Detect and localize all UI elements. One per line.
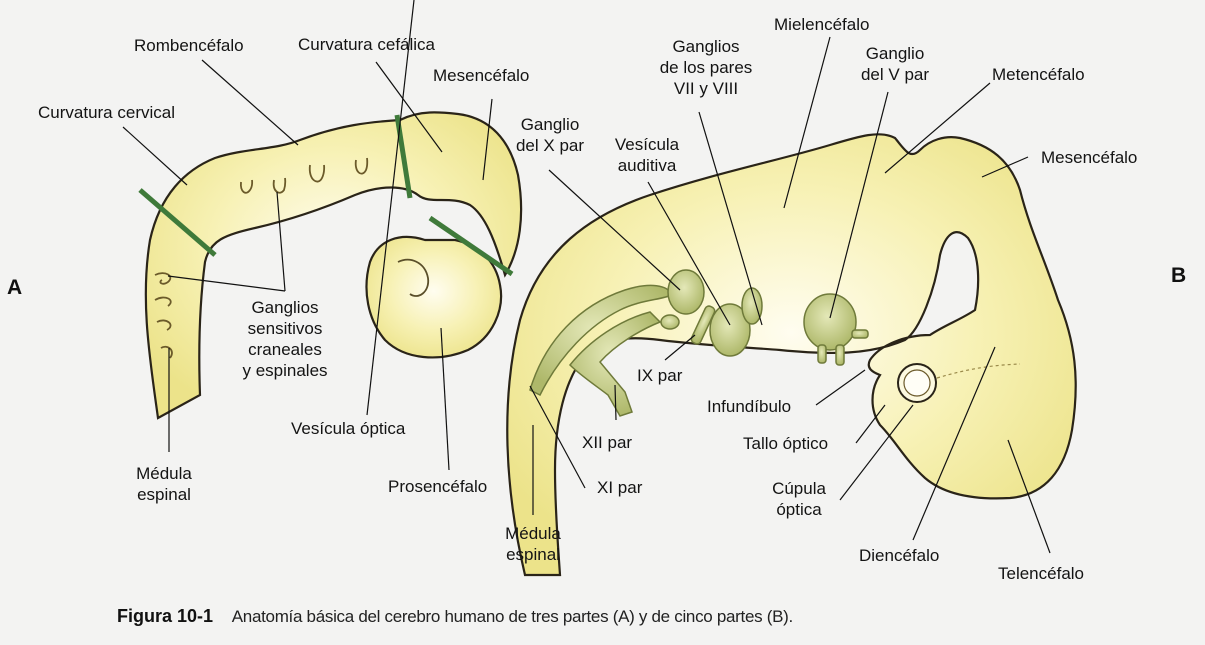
label-mesencefalo-b: Mesencéfalo [1041,148,1138,167]
caption-text: Anatomía básica del cerebro humano de tr… [231,607,793,626]
label-telencefalo: Telencéfalo [998,564,1085,583]
label-line: VII y VIII [673,79,739,98]
panel-a-neural-tube [144,111,523,420]
label-prosencefalo: Prosencéfalo [388,477,488,496]
label-tallo-optico: Tallo óptico [743,434,829,453]
label-ganglio-x-par: Ganglio del X par [507,114,593,156]
label-mesencefalo-a: Mesencéfalo [433,66,530,85]
panel-a-leader-lines [122,0,493,471]
label-line: del V par [860,65,930,84]
panel-b-brain-outline [506,133,1077,577]
label-line: de los pares [659,58,753,77]
label-vesicula-optica: Vesícula óptica [291,419,406,438]
label-line: del X par [515,136,585,155]
label-line: espinal [506,545,560,564]
panel-a-cervical-boundary [138,188,217,257]
label-medula-espinal-a: Médula espinal [128,463,200,505]
label-rombencefalo: Rombencéfalo [134,36,244,55]
label-line: Ganglio [865,44,925,63]
label-line: Ganglios [251,298,319,317]
label-ganglios-vii-viii: Ganglios de los pares VII y VIII [648,36,764,99]
panel-a-prosencephalon [365,235,503,359]
label-ix-par: IX par [637,366,683,385]
panel-a-optic-vesicle [397,258,430,297]
ganglion-x [667,269,705,315]
panel-a-three-part-brain [122,0,523,471]
ganglion-v [803,293,857,351]
ix-nerve [690,305,716,345]
panel-a-letter: A [7,276,23,299]
auditory-vesicle [709,303,751,357]
label-curvatura-cervical: Curvatura cervical [38,103,175,122]
label-vesicula-auditiva: Vesícula auditiva [607,134,687,176]
label-line: auditiva [617,156,677,175]
panel-a-mes-pros-boundary [428,215,514,277]
label-line: Ganglio [520,115,580,134]
caption-figure-number: Figura 10-1 [117,606,214,626]
label-line: y espinales [242,361,328,380]
panel-b-leader-lines [529,36,1051,554]
label-infundibulo: Infundíbulo [707,397,792,416]
label-line: Ganglios [672,37,740,56]
label-cupula-optica: Cúpula óptica [764,478,834,520]
figure-caption: Figura 10-1 Anatomía básica del cerebro … [117,606,793,627]
label-line: espinal [137,485,191,504]
panel-a-ganglia [154,157,369,359]
panel-b-five-part-brain [506,36,1077,577]
label-ganglio-v-par: Ganglio del V par [850,43,940,85]
label-xii-par: XII par [582,433,633,452]
label-line: Vesícula [614,135,680,154]
label-line: Cúpula [772,479,826,498]
label-curvatura-cefalica: Curvatura cefálica [298,35,436,54]
label-xi-par: XI par [597,478,643,497]
label-ganglios-sensitivos: Ganglios sensitivos craneales y espinale… [226,297,344,381]
label-mielencefalo: Mielencéfalo [774,15,870,34]
panel-b-letter: B [1171,264,1187,287]
label-diencefalo: Diencéfalo [859,546,940,565]
ganglion-vii-viii [741,287,763,325]
label-metencefalo: Metencéfalo [992,65,1085,84]
label-line: Médula [505,524,561,543]
label-line: Médula [136,464,192,483]
label-line: óptica [776,500,822,519]
label-line: craneales [248,340,322,359]
label-line: sensitivos [247,319,323,338]
label-medula-espinal-b: Médula espinal [497,523,569,565]
